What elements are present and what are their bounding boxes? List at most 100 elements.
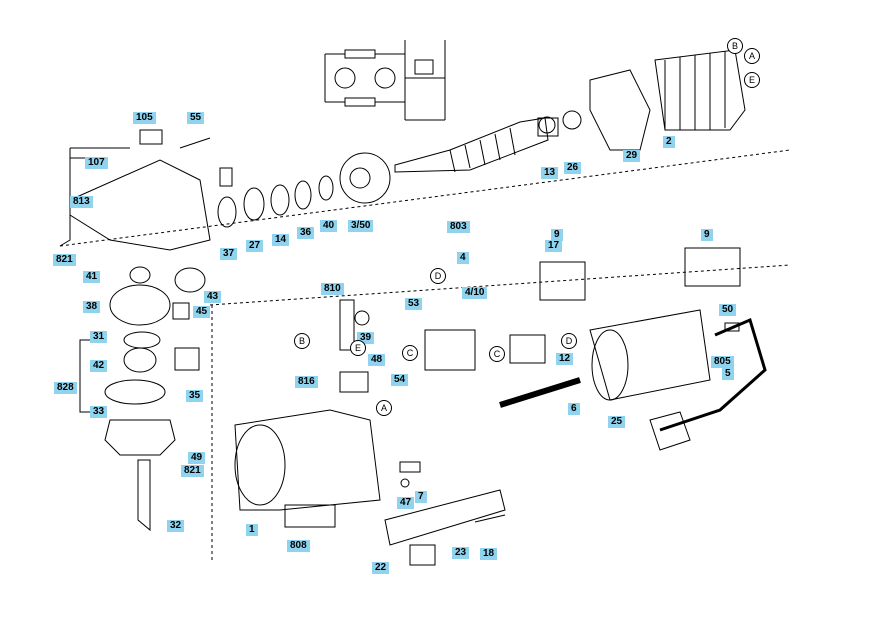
flange-33: [104, 419, 176, 456]
part-label: 42: [90, 360, 108, 372]
part-label: 5: [722, 368, 734, 380]
part-label: 43: [204, 291, 222, 303]
reference-marker: B: [294, 333, 310, 349]
part-label: 9: [701, 229, 713, 241]
plug-5: [649, 411, 691, 451]
part-label: 31: [90, 331, 108, 343]
part-label: 50: [719, 304, 737, 316]
part-label: 6: [568, 403, 580, 415]
part-label: 48: [368, 354, 386, 366]
screw-55: [179, 137, 211, 149]
cover-105: [139, 129, 163, 145]
part-label: 23: [452, 547, 470, 559]
reference-marker: A: [744, 48, 760, 64]
bearing-14: [270, 184, 290, 216]
part-label: 7: [415, 491, 427, 503]
part-label: 810: [321, 283, 344, 295]
part-label: 1: [246, 524, 258, 536]
ring-36: [294, 180, 312, 210]
part-label: 9: [551, 229, 563, 241]
part-label: 26: [564, 162, 582, 174]
handle-grip-6: [499, 377, 581, 408]
screw-47: [400, 478, 410, 488]
label-17: [539, 261, 586, 301]
gear-head-housing: [69, 159, 211, 251]
rail-22: [384, 489, 506, 546]
bearing-37: [217, 196, 237, 228]
bearing-26: [562, 110, 582, 130]
part-label: 828: [54, 382, 77, 394]
handle-25: [589, 309, 711, 401]
clip-37: [219, 167, 233, 187]
part-label: 808: [287, 540, 310, 552]
part-label: 49: [188, 452, 206, 464]
reference-marker: E: [744, 72, 760, 88]
bearing-13: [538, 116, 556, 134]
part-label: 4/10: [462, 287, 488, 299]
switch-4: [424, 329, 476, 371]
part-label: 45: [193, 306, 211, 318]
reference-marker: D: [430, 268, 446, 284]
part-label: 821: [53, 254, 76, 266]
part-label: 13: [541, 167, 559, 179]
part-label: 107: [85, 157, 108, 169]
reference-marker: E: [350, 340, 366, 356]
gear-350: [339, 152, 391, 204]
part-label: 25: [608, 416, 626, 428]
bush-45: [172, 302, 190, 320]
part-label: 14: [272, 234, 290, 246]
armature: [394, 117, 559, 173]
cord-805: [659, 317, 767, 432]
reference-marker: A: [376, 400, 392, 416]
reference-marker: B: [727, 38, 743, 54]
part-label: 4: [457, 252, 469, 264]
plate-35: [104, 379, 166, 405]
part-label: 12: [556, 353, 574, 365]
ring-31: [123, 331, 161, 349]
bracket-7: [399, 461, 421, 473]
part-label: 54: [391, 374, 409, 386]
fan-housing-29: [589, 69, 651, 151]
boundary-line-upper: [59, 149, 791, 247]
part-label: 29: [623, 150, 641, 162]
part-label: 105: [133, 112, 156, 124]
part-label: 35: [186, 390, 204, 402]
part-label: 33: [90, 406, 108, 418]
bushing-42: [174, 347, 200, 371]
part-label: 17: [545, 240, 563, 252]
part-label: 32: [167, 520, 185, 532]
part-label: 55: [187, 112, 205, 124]
reference-marker: C: [402, 345, 418, 361]
circuit-schematic: [324, 40, 446, 121]
boundary-line-lower: [209, 264, 791, 306]
stator-2: [654, 49, 746, 131]
part-label: 2: [663, 136, 675, 148]
part-label: 3/50: [348, 220, 374, 232]
part-label: 41: [83, 271, 101, 283]
part-label: 821: [181, 465, 204, 477]
part-label: 805: [711, 356, 734, 368]
part-39: [354, 310, 370, 326]
part-label: 40: [320, 220, 338, 232]
bearing-27: [243, 187, 265, 221]
part-label: 22: [372, 562, 390, 574]
nut-41: [129, 266, 151, 284]
reference-marker: D: [561, 333, 577, 349]
part-label: 36: [297, 227, 315, 239]
suppressor-12: [509, 334, 546, 364]
part-label: 816: [295, 376, 318, 388]
part-label: 18: [480, 548, 498, 560]
part-label: 813: [70, 196, 93, 208]
motor-housing-1: [234, 409, 381, 511]
label-808: [284, 504, 336, 528]
label-9: [684, 247, 741, 287]
crown-gear-38: [109, 284, 171, 326]
part-label: 53: [405, 298, 423, 310]
pinion-43: [174, 267, 206, 293]
slider-23: [409, 544, 436, 566]
part-label: 47: [397, 497, 415, 509]
bracket-828: [79, 339, 90, 413]
spring-18: [474, 514, 506, 523]
